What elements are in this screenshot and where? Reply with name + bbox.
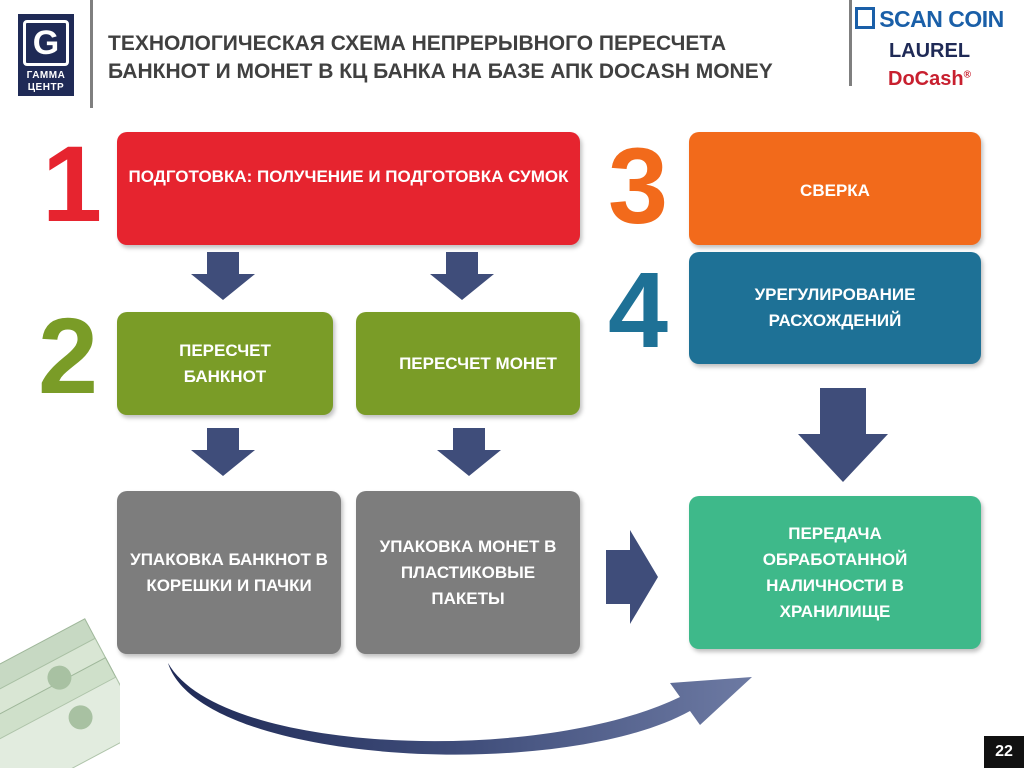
box-count-coins-text: ПЕРЕСЧЕТ МОНЕТ bbox=[399, 353, 557, 373]
box-pack-banknotes-text: УПАКОВКА БАНКНОТ В КОРЕШКИ И ПАЧКИ bbox=[130, 549, 328, 595]
step-number-3: 3 bbox=[608, 125, 669, 246]
box-reconciliation-text: СВЕРКА bbox=[800, 181, 870, 200]
banknotes-image bbox=[0, 618, 120, 768]
step-number-4: 4 bbox=[608, 249, 669, 370]
arrow-right-to-transfer bbox=[606, 530, 658, 624]
box-pack-coins-text: УПАКОВКА МОНЕТ В ПЛАСТИКОВЫЕ ПАКЕТЫ bbox=[379, 536, 557, 608]
box-count-banknotes: ПЕРЕСЧЕТ БАНКНОТ bbox=[117, 312, 333, 415]
box-reconciliation: СВЕРКА bbox=[689, 132, 981, 245]
step-number-2: 2 bbox=[38, 295, 99, 416]
gamma-center-logo: G ГАММА ЦЕНТР bbox=[18, 14, 74, 96]
box-count-coins: ПЕРЕСЧЕТ МОНЕТ bbox=[356, 312, 580, 415]
logo-text-line1: ГАММА bbox=[26, 70, 66, 81]
docash-registered-mark: ® bbox=[963, 69, 971, 81]
curved-arrow-to-transfer bbox=[168, 663, 752, 755]
arrow-down-prep-to-notes bbox=[191, 252, 255, 300]
box-resolve-discrepancies-text: УРЕГУЛИРОВАНИЕ РАСХОЖДЕНИЙ bbox=[754, 285, 916, 330]
arrow-down-prep-to-coins bbox=[430, 252, 494, 300]
step-number-1: 1 bbox=[42, 123, 103, 244]
box-transfer-to-vault: ПЕРЕДАЧА ОБРАБОТАННОЙ НАЛИЧНОСТИ В ХРАНИ… bbox=[689, 496, 981, 649]
box-count-banknotes-text: ПЕРЕСЧЕТ БАНКНОТ bbox=[179, 340, 271, 386]
header-divider-left bbox=[90, 0, 93, 108]
scancoin-text: SCAN COIN bbox=[879, 6, 1004, 32]
title-line-1: ТЕХНОЛОГИЧЕСКАЯ СХЕМА НЕПРЕРЫВНОГО ПЕРЕС… bbox=[108, 32, 727, 55]
scancoin-mark-icon bbox=[855, 7, 876, 29]
box-preparation-text: ПОДГОТОВКА: ПОЛУЧЕНИЕ И ПОДГОТОВКА СУМОК bbox=[128, 167, 569, 186]
docash-text: DoCash bbox=[888, 68, 964, 90]
box-transfer-to-vault-text: ПЕРЕДАЧА ОБРАБОТАННОЙ НАЛИЧНОСТИ В ХРАНИ… bbox=[762, 523, 908, 621]
arrow-down-resolve-to-transfer bbox=[798, 388, 888, 482]
title-line-2: БАНКНОТ И МОНЕТ В КЦ БАНКА НА БАЗЕ АПК D… bbox=[108, 60, 773, 83]
box-pack-banknotes: УПАКОВКА БАНКНОТ В КОРЕШКИ И ПАЧКИ bbox=[117, 491, 341, 654]
page-title: ТЕХНОЛОГИЧЕСКАЯ СХЕМА НЕПРЕРЫВНОГО ПЕРЕС… bbox=[108, 30, 828, 86]
box-preparation: ПОДГОТОВКА: ПОЛУЧЕНИЕ И ПОДГОТОВКА СУМОК bbox=[117, 132, 580, 245]
box-pack-coins: УПАКОВКА МОНЕТ В ПЛАСТИКОВЫЕ ПАКЕТЫ bbox=[356, 491, 580, 654]
laurel-logo: LAUREL bbox=[888, 40, 971, 62]
logo-text-line2: ЦЕНТР bbox=[27, 82, 65, 93]
scancoin-logo: SCAN COIN bbox=[847, 6, 1012, 33]
logo-letter: G bbox=[23, 20, 69, 66]
arrow-down-coins-to-pack bbox=[437, 428, 501, 476]
box-resolve-discrepancies: УРЕГУЛИРОВАНИЕ РАСХОЖДЕНИЙ bbox=[689, 252, 981, 364]
header-divider-right bbox=[849, 0, 852, 86]
arrow-down-notes-to-pack bbox=[191, 428, 255, 476]
page-number: 22 bbox=[984, 736, 1024, 768]
docash-logo: DoCash® bbox=[847, 68, 1012, 91]
